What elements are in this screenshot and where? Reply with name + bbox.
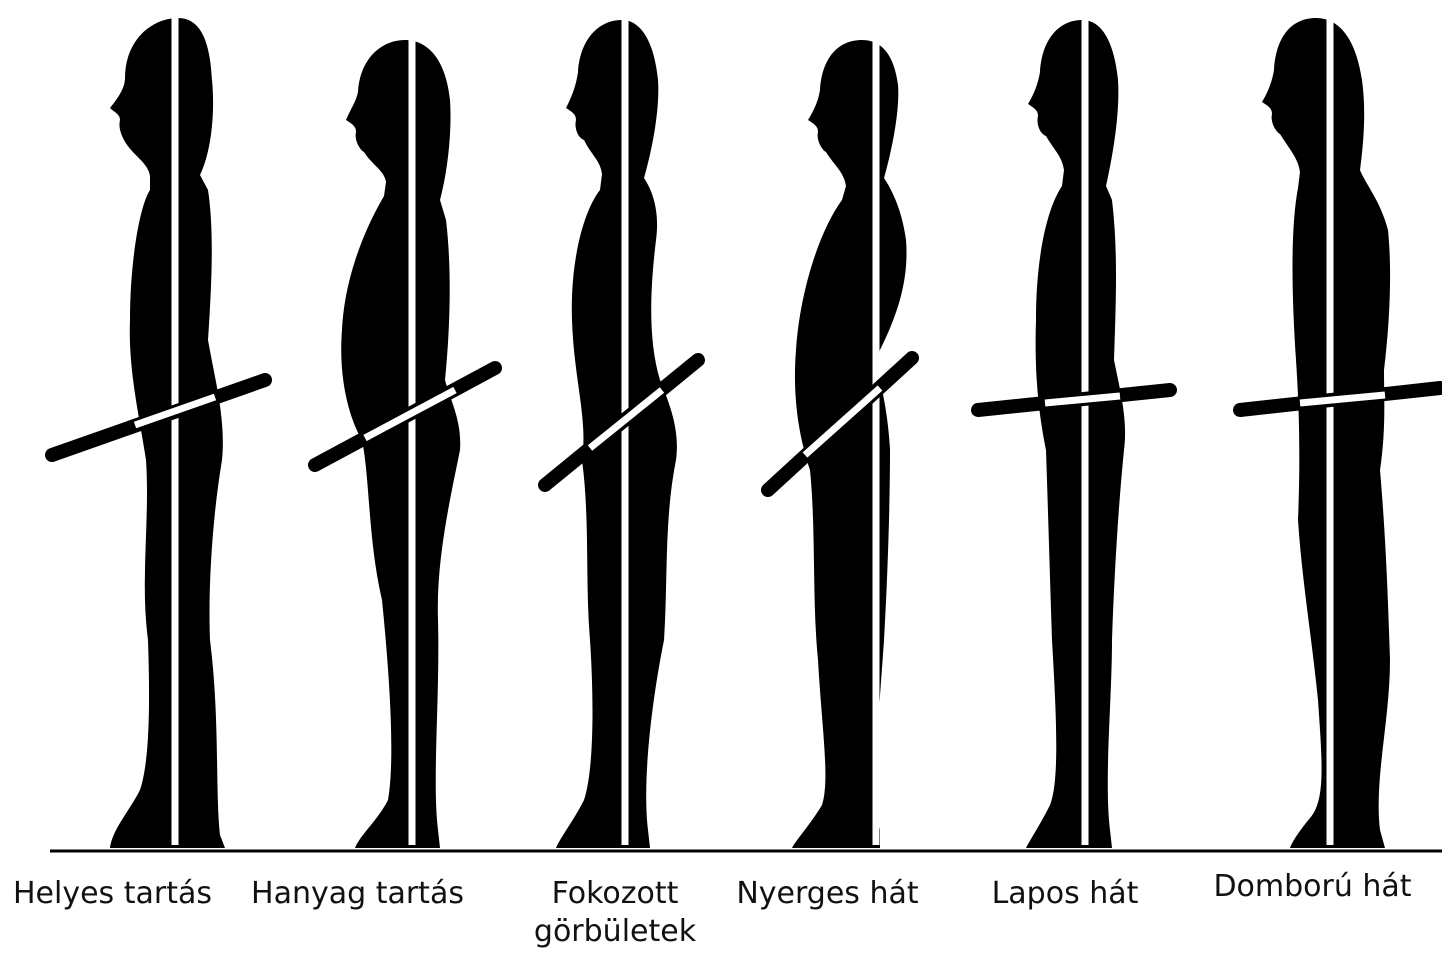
figure-round-back	[1240, 10, 1440, 848]
label-sway-back: Nyerges hát	[720, 875, 935, 913]
label-correct-posture: Helyes tartás	[0, 875, 225, 913]
figure-increased-curves	[545, 10, 698, 848]
figure-correct-posture	[52, 10, 265, 848]
label-poor-posture: Hanyag tartás	[235, 875, 480, 913]
figure-flat-back	[978, 10, 1170, 848]
label-round-back: Domború hát	[1195, 868, 1430, 906]
label-increased-curves: Fokozott görbületek	[500, 875, 730, 951]
figure-sway-back	[768, 10, 912, 848]
label-flat-back: Lapos hát	[960, 875, 1170, 913]
figure-poor-posture	[315, 10, 495, 848]
